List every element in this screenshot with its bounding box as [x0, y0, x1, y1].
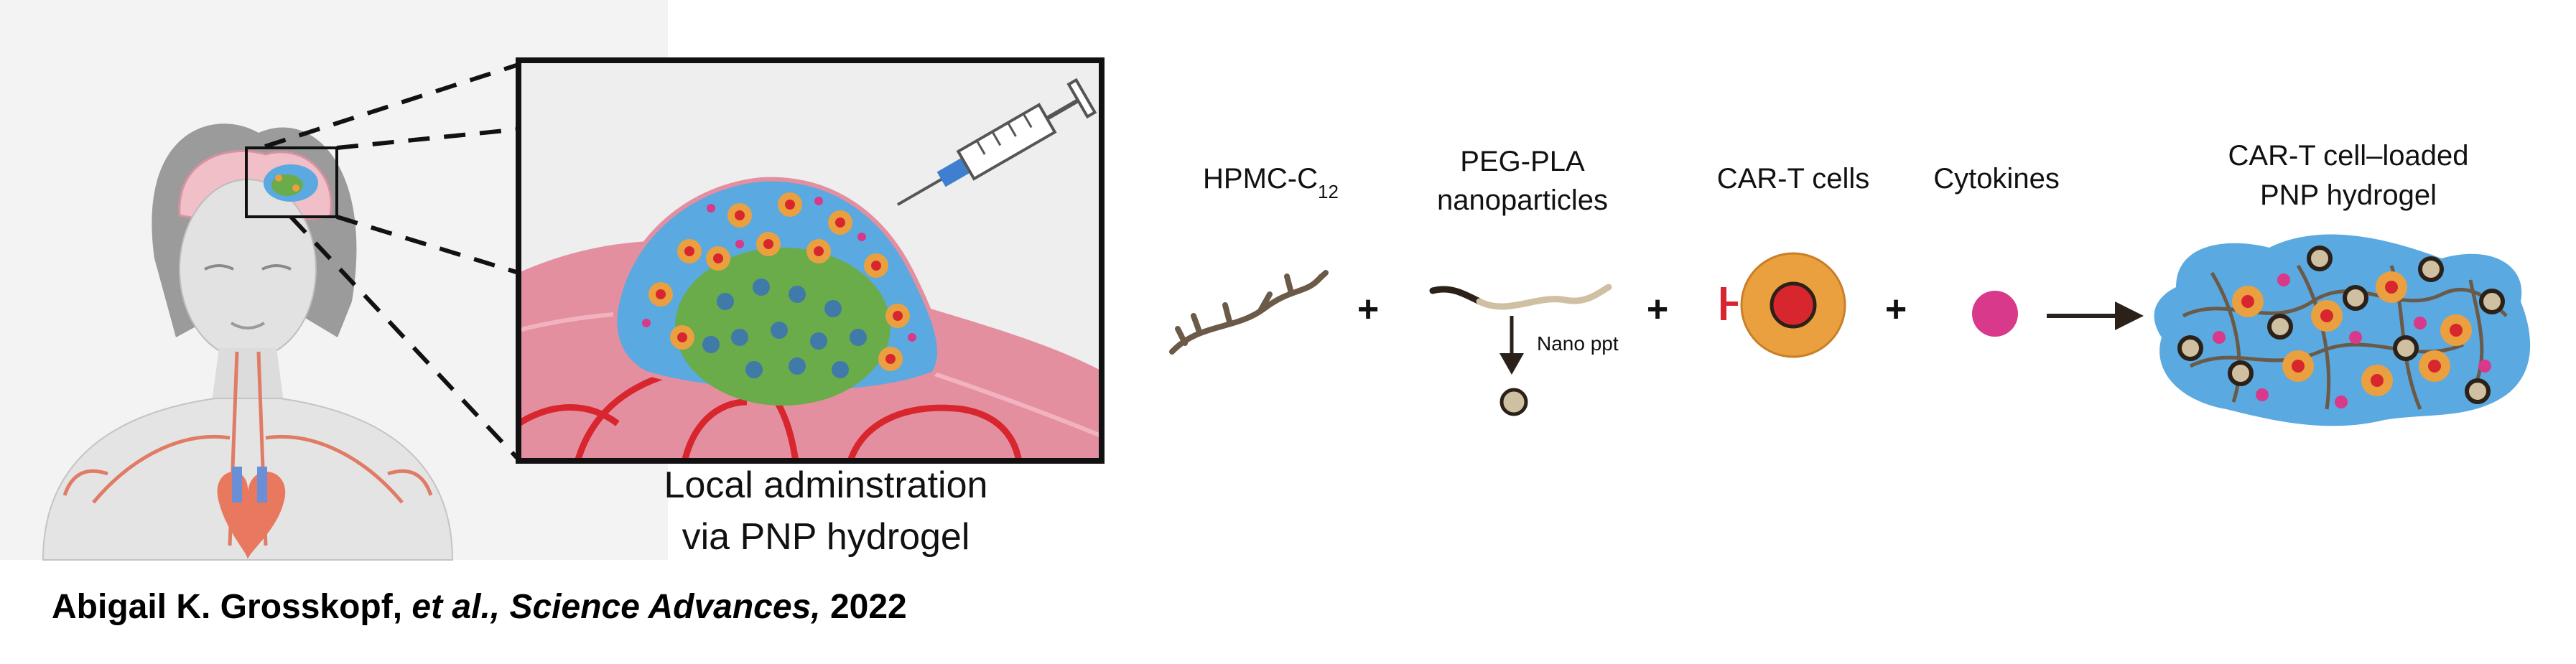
citation-author: Abigail K. Grosskopf, [52, 588, 412, 626]
result-label-line2: PNP hydrogel [2260, 179, 2437, 211]
pegpla-label-line1: PEG-PLA [1460, 146, 1585, 177]
hydrogel-t-cell-nuclei [2241, 281, 2463, 387]
citation: Abigail K. Grosskopf, et al., Science Ad… [52, 587, 907, 627]
zoom-lines [264, 62, 521, 462]
syringe [897, 78, 1097, 206]
car-t-loaded-hydrogel [2154, 234, 2531, 426]
torso [42, 398, 454, 561]
zoomed-tumor-panel [516, 57, 1105, 464]
car-t-label: CAR-T cells [1717, 163, 1870, 195]
nano-ppt-label: Nano ppt [1537, 332, 1619, 355]
citation-journal: Science Advances, [509, 588, 830, 626]
result-label-line1: CAR-T cell–loaded [2228, 140, 2469, 172]
cytokines-label: Cytokines [1933, 163, 2060, 195]
hpmc-label: HPMC-C12 [1203, 163, 1339, 202]
peg-pla-polymer-icon [1429, 284, 1612, 310]
hydrogel-cytokine-dots [2213, 273, 2491, 408]
citation-etal: et al., [411, 588, 510, 626]
tumor-cells [702, 279, 867, 378]
panel-caption-line1: Local adminstration [664, 464, 988, 506]
hydrogel-car-t-cells [648, 192, 910, 371]
hpmc-polymer-icon [1169, 270, 1329, 355]
cytokine-icon [1972, 291, 2018, 337]
plus-sign-2: + [1647, 289, 1668, 330]
panel-caption-line2: via PNP hydrogel [682, 516, 970, 558]
plus-sign-1: + [1357, 289, 1379, 330]
zoom-panel-border [516, 57, 1105, 464]
plus-sign-3: + [1885, 289, 1907, 330]
hydrogel-nanoparticles [2177, 246, 2505, 404]
citation-year: 2022 [829, 588, 907, 626]
car-t-cell-icon [1721, 252, 1846, 358]
closed-eyes [204, 264, 292, 271]
heart-vessels [232, 467, 267, 502]
nanoparticle-icon [1499, 388, 1528, 416]
pegpla-label-line2: nanoparticles [1437, 184, 1608, 216]
mouth [230, 322, 266, 329]
nano-ppt-arrow [1499, 316, 1524, 375]
neck [212, 348, 284, 402]
result-arrow [2047, 301, 2144, 330]
hydrogel-cytokines [642, 197, 916, 342]
